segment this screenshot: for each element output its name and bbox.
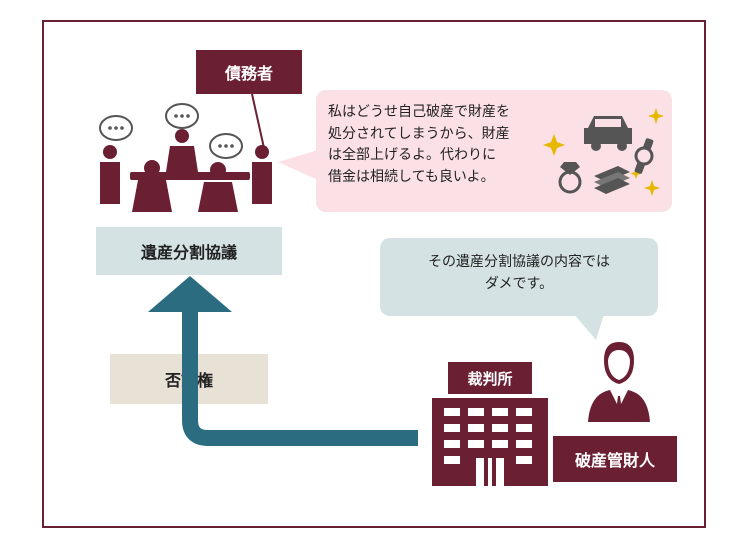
agreement-label: 遺産分割協議 [96, 227, 282, 275]
assets-icons [543, 108, 664, 196]
trustee-speech-line-2: ダメです。 [484, 275, 554, 292]
debtor-speech-line-3: は全部上げるよ。代わりに [328, 147, 496, 164]
watch-icon [634, 138, 654, 174]
person-icon [588, 342, 650, 422]
meeting-icon [99, 103, 272, 212]
trustee-label: 破産管財人 [553, 436, 677, 482]
debtor-speech-line-2: 処分されてしまうから、財産 [328, 125, 510, 142]
court-label: 裁判所 [448, 362, 532, 394]
trustee-speech-line-1: その遺産分割協議の内容では [428, 254, 610, 270]
debtor-label: 債務者 [196, 50, 302, 94]
money-icon [594, 166, 630, 194]
debtor-speech-line-4: 借金は相続しても良いよ。 [328, 169, 495, 186]
debtor-speech-line-1: 私はどうせ自己破産で財産を [328, 104, 510, 120]
building-icon [432, 398, 548, 486]
debtor-speech-bubble: 私はどうせ自己破産で財産を 処分されてしまうから、財産 は全部上げるよ。代わりに… [316, 90, 672, 212]
sparkle-icon [543, 108, 664, 196]
trustee-speech-bubble: その遺産分割協議の内容では ダメです。 [380, 238, 658, 316]
